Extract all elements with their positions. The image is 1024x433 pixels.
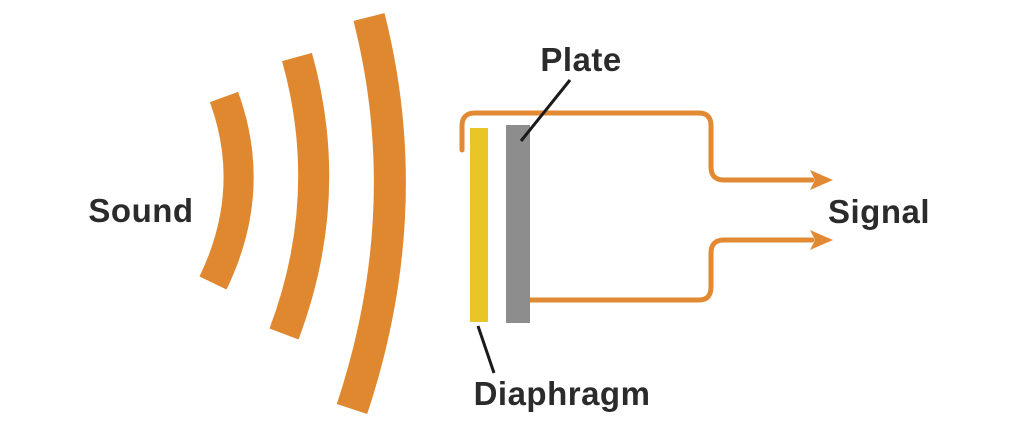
plate-label: Plate	[540, 41, 622, 78]
diaphragm-label: Diaphragm	[473, 375, 651, 412]
sound-wave-arc-inner	[199, 91, 254, 290]
circuit-wire-top	[459, 110, 815, 183]
signal-arrowhead-top-icon	[810, 170, 833, 190]
circuit-wire-bottom	[512, 237, 815, 303]
circuit-wires	[459, 110, 833, 303]
plate-bar	[506, 125, 530, 323]
signal-arrowhead-bottom-icon	[810, 230, 833, 250]
sound-wave-arc-middle	[269, 52, 330, 340]
signal-label: Signal	[827, 193, 931, 230]
diaphragm-pointer-line	[476, 325, 496, 374]
sound-wave-arc-outer	[336, 13, 406, 415]
sound-waves-icon	[199, 13, 406, 415]
sound-label: Sound	[88, 192, 194, 229]
microphone-capsule	[470, 125, 530, 323]
pointer-lines	[476, 79, 572, 374]
diaphragm-bar	[470, 128, 488, 322]
plate-pointer-line	[519, 79, 572, 142]
